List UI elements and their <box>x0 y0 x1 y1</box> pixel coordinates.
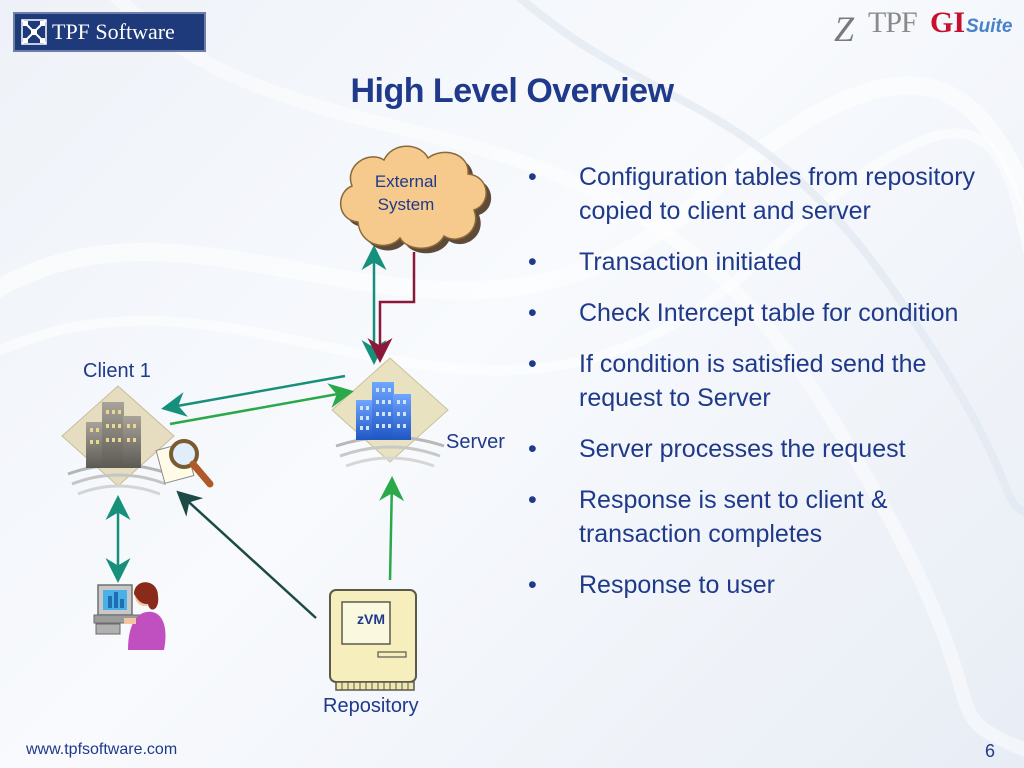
arrow-server-to-client <box>161 374 346 417</box>
tpf-software-logo: TPF Software <box>13 12 206 52</box>
zvm-repository-icon <box>329 589 417 691</box>
list-item: • Response to user <box>528 568 998 602</box>
arrow-repository-to-client <box>176 490 317 619</box>
server-label: Server <box>446 431 505 453</box>
list-item: • Server processes the request <box>528 432 998 466</box>
magnifier-document-icon <box>155 439 214 488</box>
bullet-dot: • <box>528 248 537 276</box>
page-title: High Level Overview <box>350 72 674 110</box>
list-item: • Response is sent to client & transactio… <box>528 483 998 551</box>
bullet-text: Configuration tables from repository cop… <box>579 163 976 225</box>
bullet-text: Check Intercept table for condition <box>579 299 959 327</box>
external-system-label: External System <box>374 172 438 214</box>
suite-logo-tpf: TPF <box>868 6 918 39</box>
suite-logo-z: Z <box>834 9 855 49</box>
zvm-label: zVM <box>357 611 385 627</box>
arrow-external-to-server <box>367 252 416 363</box>
bullet-text: If condition is satisfied send the reque… <box>579 350 927 412</box>
bullet-text: Response to user <box>579 571 775 599</box>
user-workstation-icon <box>93 582 166 650</box>
external-system-cloud-icon <box>339 145 492 254</box>
bullet-dot: • <box>528 163 537 191</box>
suite-logo-gi: GI <box>930 6 966 39</box>
suite-logo-word: Suite <box>966 16 1013 37</box>
bullet-text: Server processes the request <box>579 435 906 463</box>
client-buildings-icon <box>61 385 175 496</box>
footer-url[interactable]: www.tpfsoftware.com <box>26 741 178 758</box>
network-grid-icon <box>21 19 47 45</box>
ztpfgi-suite-logo: Z TPF GI Suite <box>828 2 1018 49</box>
bullet-dot: • <box>528 350 537 378</box>
bullet-text: Response is sent to client & transaction… <box>579 486 888 548</box>
bullet-dot: • <box>528 571 537 599</box>
bullet-list: • Configuration tables from repository co… <box>528 160 998 619</box>
bullet-dot: • <box>528 435 537 463</box>
arrow-client-to-server <box>169 383 354 426</box>
list-item: • If condition is satisfied send the requ… <box>528 347 998 415</box>
bullet-text: Transaction initiated <box>579 248 802 276</box>
logo-text: TPF Software <box>52 19 175 44</box>
list-item: • Check Intercept table for condition <box>528 296 998 330</box>
arrow-repository-to-server <box>379 476 405 581</box>
page-number: 6 <box>985 741 996 761</box>
bullet-dot: • <box>528 299 537 327</box>
repository-label: Repository <box>323 695 419 717</box>
bullet-dot: • <box>528 486 537 514</box>
list-item: • Transaction initiated <box>528 245 998 279</box>
list-item: • Configuration tables from repository co… <box>528 160 998 228</box>
server-icon <box>331 357 449 468</box>
client-label: Client 1 <box>83 360 151 382</box>
